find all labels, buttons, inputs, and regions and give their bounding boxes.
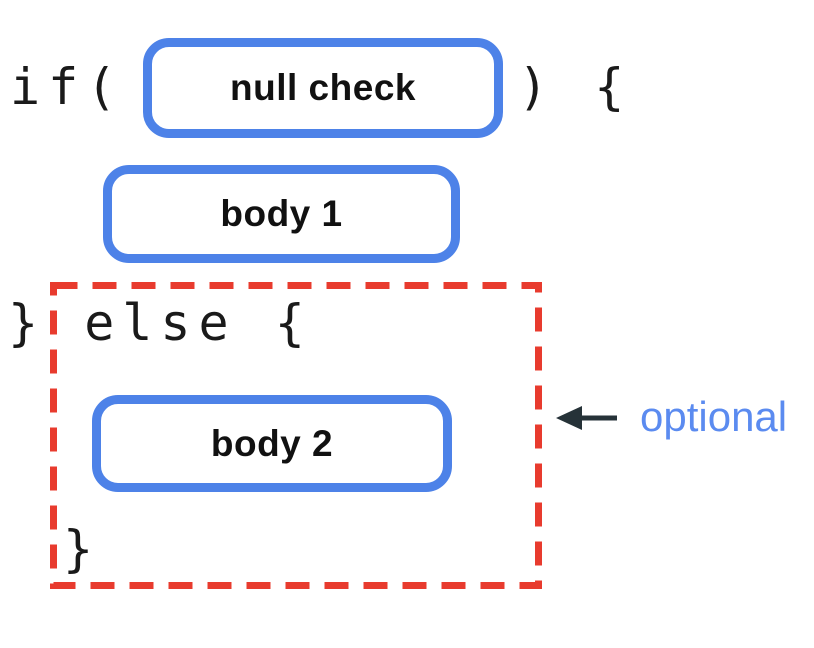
optional-annotation-label: optional xyxy=(640,393,788,440)
arrow-head xyxy=(556,406,582,430)
body1-box: body 1 xyxy=(103,165,460,263)
code-if-close: ) { xyxy=(518,58,633,116)
code-closing-brace: } xyxy=(63,520,102,578)
left-arrow-icon xyxy=(556,406,617,430)
code-else-line: } else { xyxy=(8,294,313,352)
condition-box: null check xyxy=(143,38,503,138)
condition-box-label: null check xyxy=(230,67,416,108)
body2-box-label: body 2 xyxy=(210,422,334,464)
body2-box: body 2 xyxy=(92,395,452,492)
body1-box-label: body 1 xyxy=(220,193,343,234)
code-if-open: if( xyxy=(10,58,125,116)
